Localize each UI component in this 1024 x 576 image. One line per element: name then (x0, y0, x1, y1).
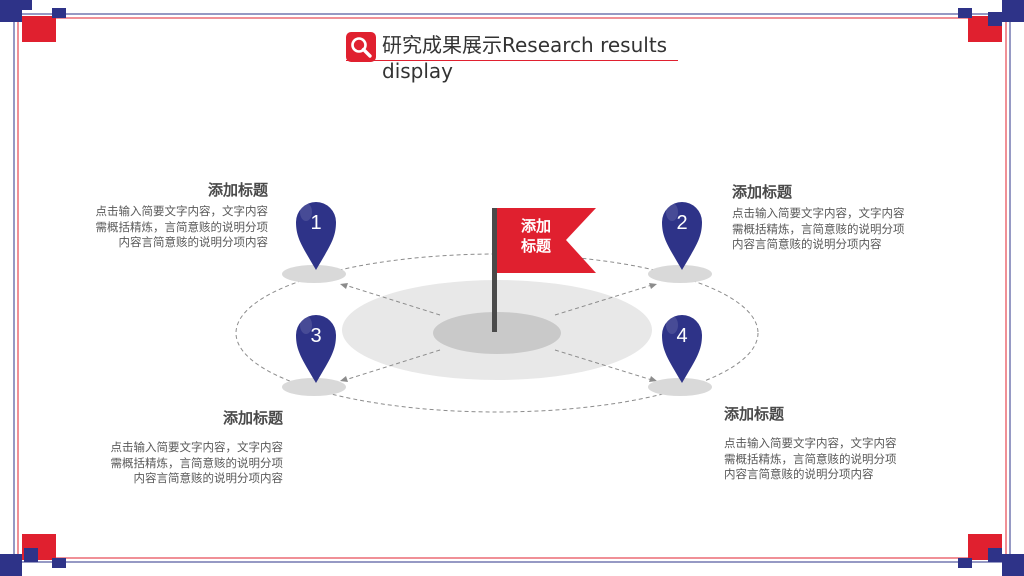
title-underline (346, 60, 678, 61)
pin-number-2: 2 (676, 212, 687, 234)
location-pin-2 (662, 202, 702, 270)
pin-shadows (282, 265, 712, 396)
block-2-line-2: 需概括精炼，言简意赅的说明分项 (732, 221, 905, 236)
corner-decoration-bottom-left (0, 534, 66, 576)
connector-arrows (344, 284, 653, 381)
block-title-3: 添加标题 (222, 409, 283, 427)
block-title-1: 添加标题 (207, 181, 268, 199)
block-3-line-3: 内容言简意赅的说明分项内容 (133, 471, 284, 485)
block-2-line-1: 点击输入简要文字内容，文字内容 (732, 206, 905, 220)
corner-decoration-bottom-right (958, 534, 1024, 576)
block-4-line-3: 内容言简意赅的说明分项内容 (724, 467, 874, 481)
location-pin-4 (662, 315, 702, 383)
block-title-2: 添加标题 (732, 183, 793, 201)
text-block-1: 添加标题 点击输入简要文字内容，文字内容 需概括精炼，言简意赅的说明分项 内容言… (60, 180, 269, 251)
text-block-4: 添加标题 点击输入简要文字内容，文字内容 需概括精炼，言简意赅的说明分项 内容言… (724, 404, 939, 483)
flag-pole (492, 208, 497, 332)
block-1-line-2: 需概括精炼，言简意赅的说明分项 (95, 219, 269, 234)
text-block-3: 添加标题 点击输入简要文字内容，文字内容 需概括精炼，言简意赅的说明分项 内容言… (74, 408, 284, 487)
pin-number-1: 1 (310, 212, 321, 234)
flag-label-line-1: 添加 (520, 217, 551, 235)
block-3-line-1: 点击输入简要文字内容，文字内容 (110, 440, 284, 454)
pin-number-3: 3 (310, 325, 321, 347)
block-3-line-2: 需概括精炼，言简意赅的说明分项 (110, 455, 284, 470)
flag-label: 添加 标题 (508, 216, 564, 256)
block-1-line-3: 内容言简意赅的说明分项内容 (118, 235, 269, 249)
center-platform-inner (433, 312, 561, 354)
flag-shape (497, 208, 596, 273)
search-icon (346, 32, 376, 62)
location-pin-3 (296, 315, 336, 383)
block-title-4: 添加标题 (724, 405, 785, 423)
page-title-text: 研究成果展示Research results display (382, 33, 668, 83)
block-4-line-1: 点击输入简要文字内容，文字内容 (724, 436, 897, 450)
corner-decoration-top-right (958, 0, 1024, 42)
location-pin-1 (296, 202, 336, 270)
block-4-line-2: 需概括精炼，言简意赅的说明分项 (724, 451, 897, 466)
corner-decoration-top-left (0, 0, 66, 42)
block-2-line-3: 内容言简意赅的说明分项内容 (732, 237, 882, 251)
pin-number-4: 4 (676, 325, 687, 347)
dashed-orbit (235, 253, 759, 413)
flag-label-line-2: 标题 (520, 237, 551, 255)
block-1-line-1: 点击输入简要文字内容，文字内容 (95, 204, 269, 218)
text-block-2: 添加标题 点击输入简要文字内容，文字内容 需概括精炼，言简意赅的说明分项 内容言… (732, 182, 947, 253)
